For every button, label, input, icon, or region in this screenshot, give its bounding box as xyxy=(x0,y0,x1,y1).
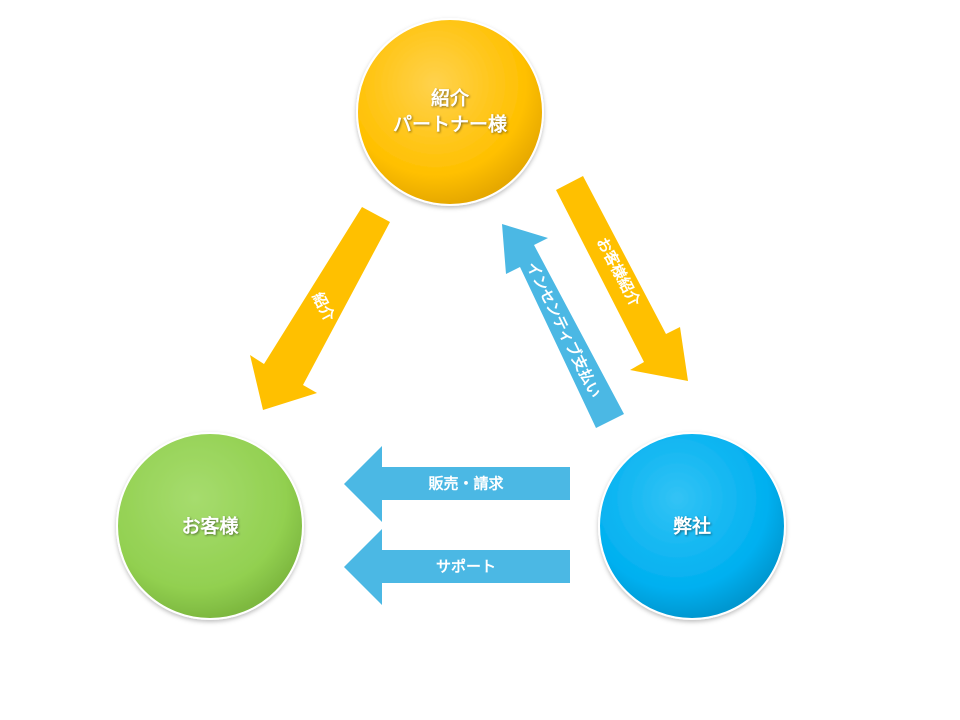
arrow-partner-to-customer: 紹介 xyxy=(250,207,390,410)
node-company-label: 弊社 xyxy=(673,515,711,538)
node-customer-circle xyxy=(116,432,304,620)
node-company: 弊社 xyxy=(598,432,786,620)
node-customer-label: お客様 xyxy=(181,515,239,538)
node-customer: お客様 xyxy=(116,432,304,620)
arrow-sales-label: 販売・請求 xyxy=(428,475,504,493)
arrow-support: サポート xyxy=(344,529,570,605)
node-partner: 紹介 パートナー様 xyxy=(356,18,544,206)
arrow-company-to-partner-shape xyxy=(502,224,624,428)
arrow-partner-to-company-shape xyxy=(556,176,688,381)
node-partner-line2: パートナー様 xyxy=(393,113,508,136)
node-company-circle xyxy=(598,432,786,620)
node-partner-line1: 紹介 xyxy=(431,87,470,110)
arrow-company-to-partner-label: インセンティブ支払い xyxy=(523,259,605,401)
arrow-partner-to-customer-shape xyxy=(250,207,390,410)
arrow-sales-shape xyxy=(344,446,570,522)
arrow-sales: 販売・請求 xyxy=(344,446,570,522)
node-partner-circle xyxy=(356,18,544,206)
arrow-support-shape xyxy=(344,529,570,605)
arrow-support-label: サポート xyxy=(436,558,496,576)
